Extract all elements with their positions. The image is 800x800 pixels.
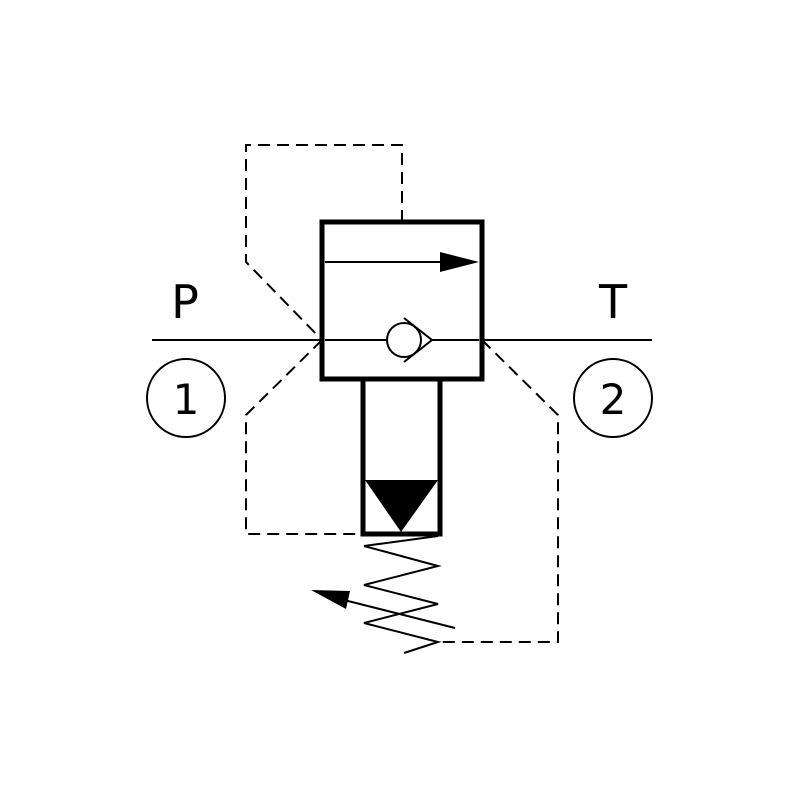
internal-flow-arrowhead	[440, 252, 479, 272]
inlet-port-letter: P	[171, 275, 199, 329]
inlet-port-number: 1	[173, 375, 200, 424]
outlet-port-circle	[573, 358, 653, 438]
adjust-arrow-line	[339, 598, 456, 629]
check-seat	[403, 317, 434, 363]
adjust-arrowhead	[311, 590, 350, 609]
spring-chamber	[360, 376, 443, 537]
outlet-port-letter: T	[598, 275, 628, 329]
pilot-line-top	[245, 144, 403, 341]
check-ball	[386, 322, 422, 358]
outlet-port-number: 2	[600, 375, 627, 424]
pilot-line-left	[245, 339, 363, 535]
chamber-triangle	[365, 480, 438, 532]
pilot-line-right	[440, 339, 559, 643]
inlet-port-circle	[146, 358, 226, 438]
valve-body	[319, 219, 485, 382]
spring	[363, 535, 442, 654]
